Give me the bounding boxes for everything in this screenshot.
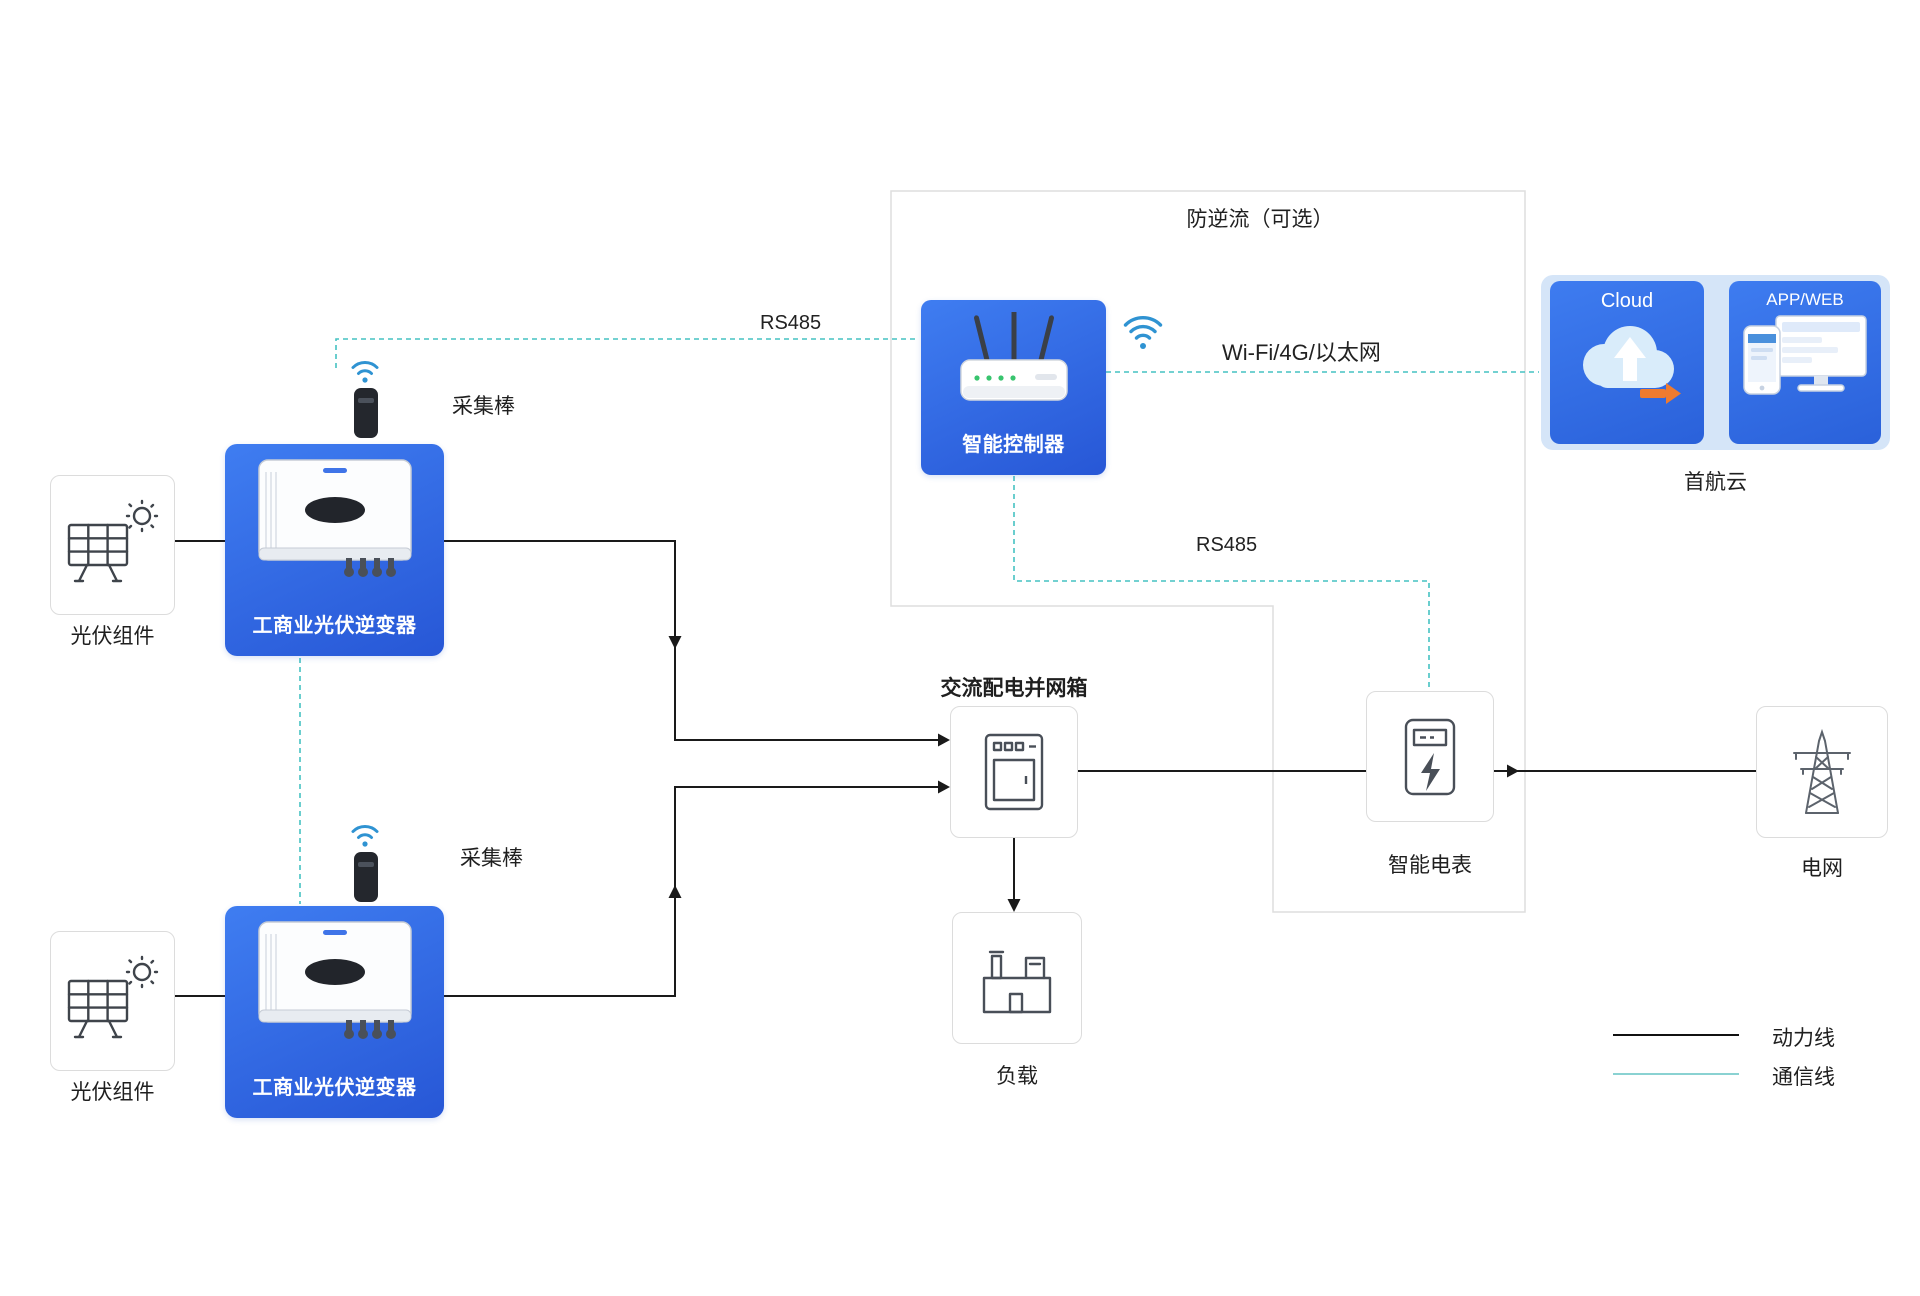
load-label: 负载 — [996, 1065, 1038, 1088]
pv-module-bottom — [50, 931, 175, 1071]
legend-power-label: 动力线 — [1772, 1027, 1835, 1050]
pv-module-bottom-label: 光伏组件 — [70, 1081, 155, 1104]
wifi-signal-icon — [1123, 316, 1163, 349]
solar-panel-icon — [67, 499, 158, 583]
ac-combiner-label: 交流配电并网箱 — [940, 677, 1088, 700]
inverter-device-image — [257, 921, 412, 1039]
cloud-platform-label: 首航云 — [1684, 471, 1747, 494]
cloud-box-title: Cloud — [1600, 290, 1654, 312]
collector-stick-icon — [354, 388, 378, 438]
inverter-device-image — [257, 459, 412, 577]
collector-stick-bottom-label: 采集棒 — [460, 847, 523, 870]
cloud-box: Cloud — [1550, 281, 1704, 444]
collector-stick-top-label: 采集棒 — [452, 395, 515, 418]
load-box — [952, 912, 1082, 1044]
anti-backflow-label: 防逆流（可选） — [1186, 208, 1334, 231]
grid-box — [1756, 706, 1888, 838]
inverter-top: 工商业光伏逆变器 — [225, 444, 444, 656]
rs485-meter-label: RS485 — [1196, 534, 1258, 556]
router-device-image — [959, 312, 1068, 401]
inverter-bottom-label: 工商业光伏逆变器 — [252, 1077, 417, 1099]
ac-combiner-box — [950, 706, 1078, 838]
smart-meter-icon — [1404, 718, 1456, 795]
power-line-arrows — [668, 636, 1519, 912]
pv-module-top — [50, 475, 175, 615]
wifi-signal-icon — [351, 361, 379, 383]
app-web-box: APP/WEB — [1729, 281, 1881, 444]
wan-link-label: Wi-Fi/4G/以太网 — [1222, 340, 1381, 365]
wifi-signal-icon — [351, 825, 379, 847]
inverter-top-label: 工商业光伏逆变器 — [252, 615, 417, 637]
pv-module-top-label: 光伏组件 — [70, 625, 155, 648]
smart-controller-label: 智能控制器 — [962, 434, 1065, 456]
cloud-platform-panel: Cloud APP/WEB — [1541, 275, 1890, 450]
inverter-bottom: 工商业光伏逆变器 — [225, 906, 444, 1118]
legend-comm-label: 通信线 — [1772, 1066, 1835, 1089]
app-web-box-title: APP/WEB — [1766, 290, 1844, 309]
cloud-upload-icon — [1583, 326, 1681, 404]
grid-label: 电网 — [1801, 857, 1843, 880]
phone-and-monitor-icon — [1743, 315, 1867, 395]
solar-panel-icon — [67, 955, 158, 1039]
legend-comm-line — [1613, 1073, 1739, 1075]
smart-meter-box — [1366, 691, 1494, 822]
rs485-top-label: RS485 — [760, 312, 822, 334]
anti-backflow-zone-outline — [890, 190, 1526, 913]
comm-lines — [299, 338, 1539, 904]
smart-controller: 智能控制器 — [921, 300, 1106, 475]
legend-power-line — [1613, 1034, 1739, 1036]
transmission-tower-icon — [1793, 728, 1851, 814]
smart-meter-label: 智能电表 — [1388, 854, 1472, 877]
distribution-cabinet-icon — [984, 733, 1044, 811]
collector-stick-icon — [354, 852, 378, 902]
factory-building-icon — [982, 950, 1052, 1014]
